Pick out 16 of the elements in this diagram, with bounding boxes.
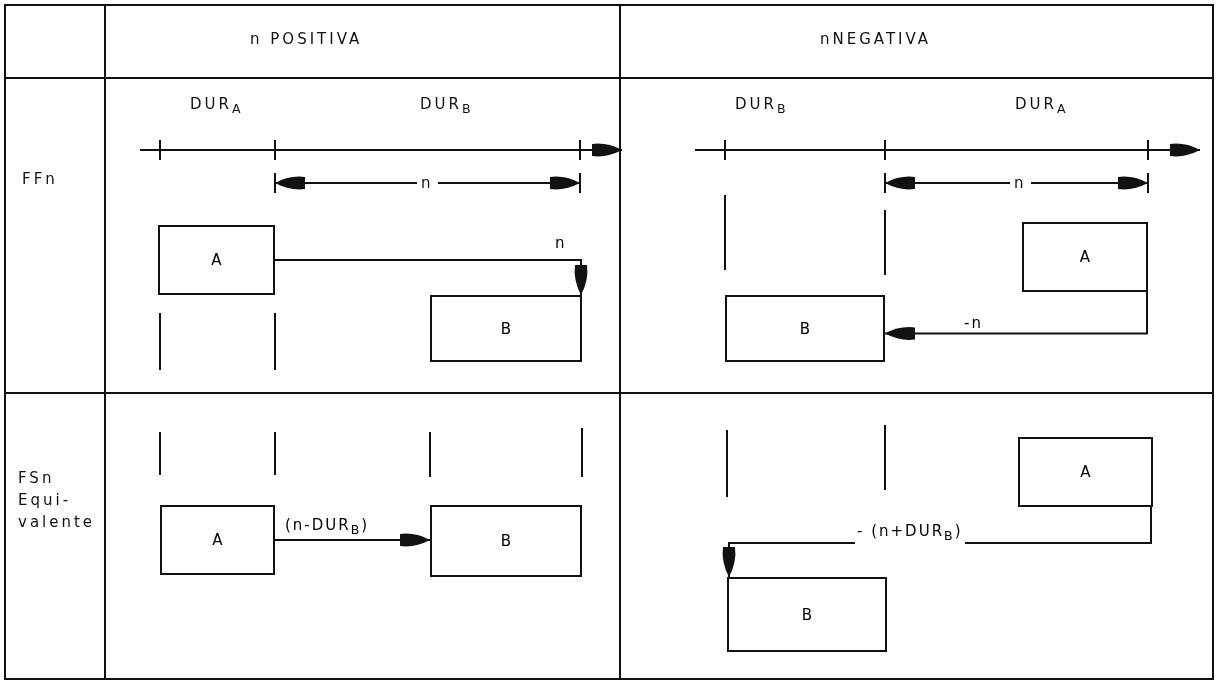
duration-label: DUR$_{A}$ [190, 95, 244, 118]
activity-box: A [1022, 222, 1148, 292]
activity-box: B [430, 295, 582, 362]
column-header: nNEGATIVA [820, 30, 932, 48]
edge-label: - (n+DUR$_{B}$) [855, 522, 965, 545]
activity-box: A [158, 225, 275, 295]
activity-box: A [1018, 437, 1153, 507]
activity-box: B [727, 577, 887, 652]
duration-label: DUR$_{B}$ [420, 95, 474, 118]
activity-box: A [160, 505, 275, 575]
activity-box: B [725, 295, 885, 362]
duration-label: DUR$_{A}$ [1015, 95, 1069, 118]
activity-box: B [430, 505, 582, 577]
duration-label: DUR$_{B}$ [735, 95, 789, 118]
row-header: FFn [22, 170, 58, 188]
column-header: n POSITIVA [250, 30, 363, 48]
